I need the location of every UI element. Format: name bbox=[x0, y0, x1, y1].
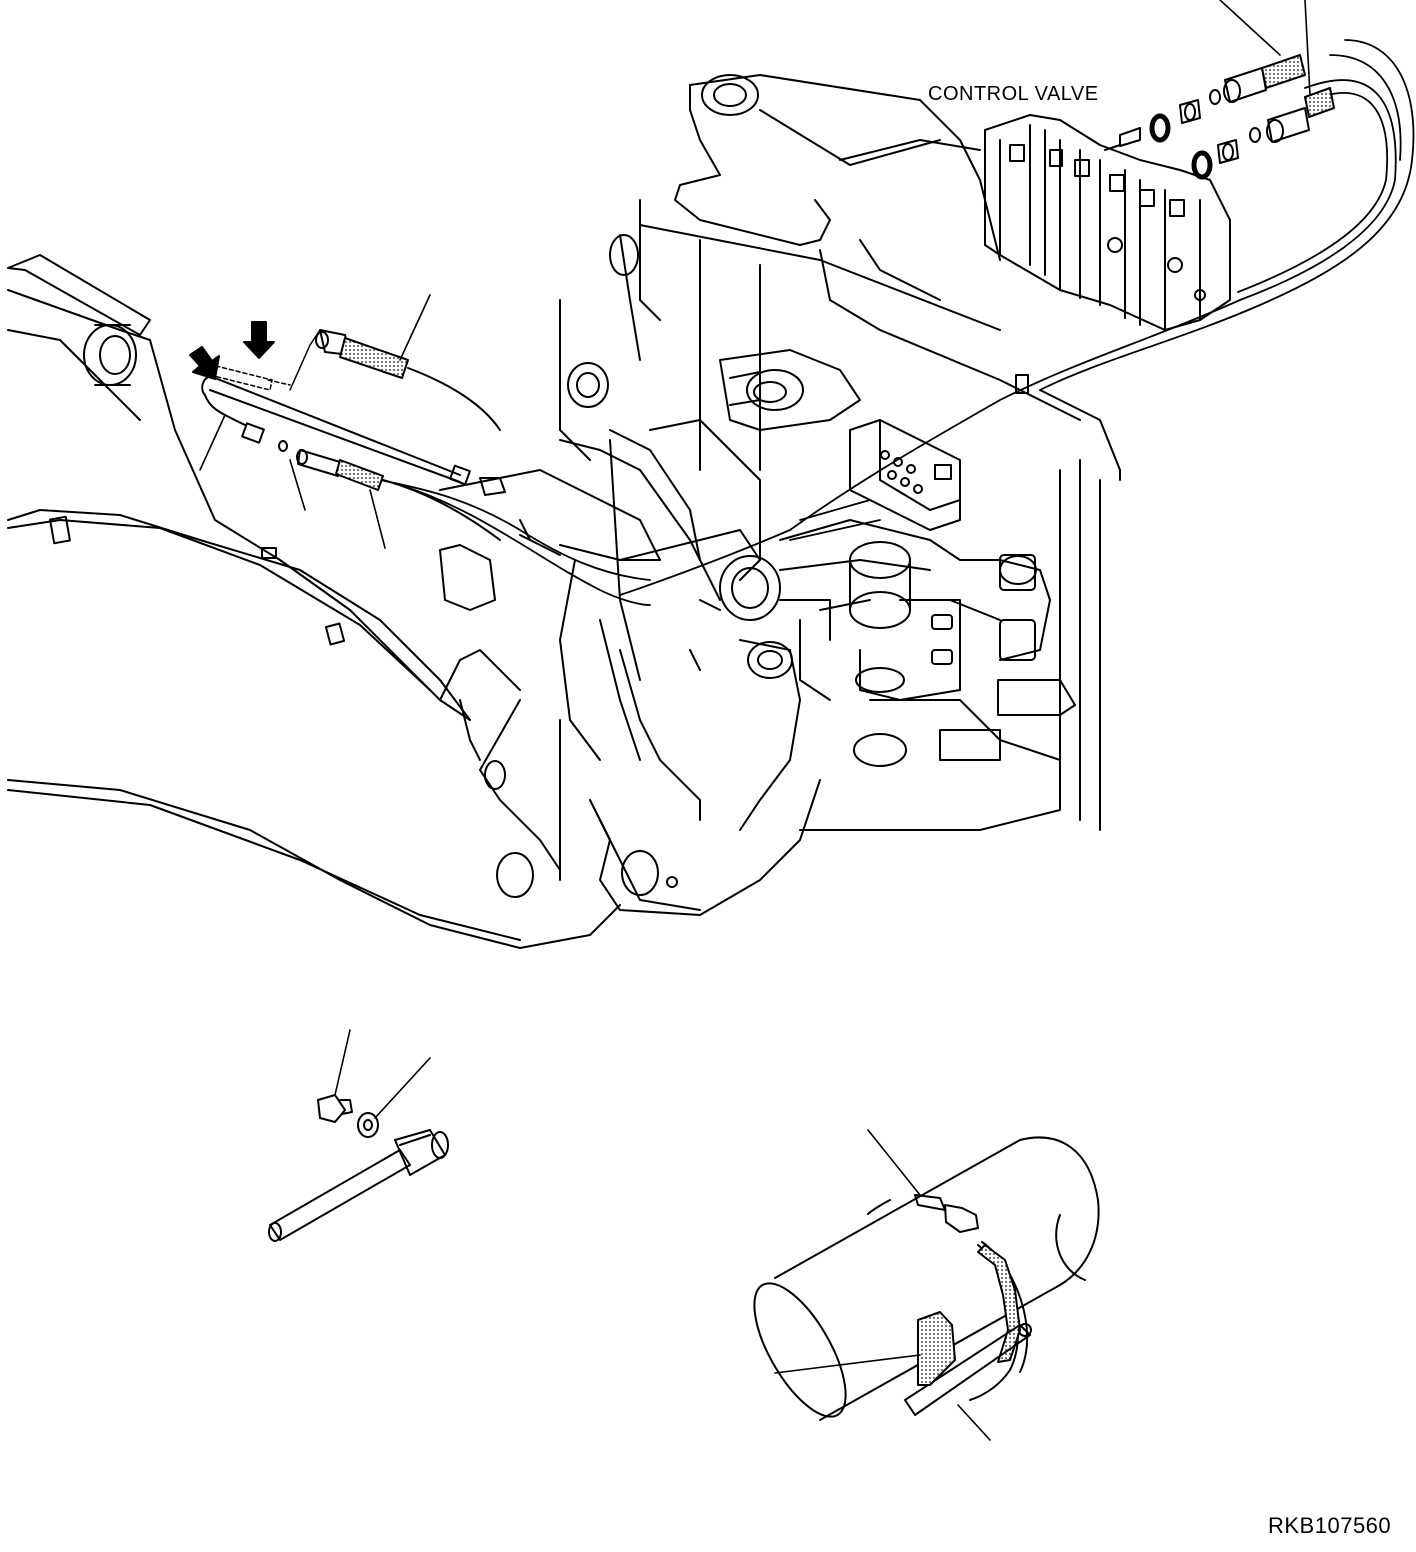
center-hinge-linkage bbox=[440, 350, 860, 915]
rear-frame bbox=[560, 75, 1120, 830]
grease-line-assembly bbox=[190, 295, 660, 610]
grease-fitting bbox=[318, 1095, 345, 1122]
clamp-pad bbox=[918, 1312, 955, 1385]
boom-pin-bushing bbox=[84, 325, 136, 385]
lower-pivot-ring bbox=[720, 556, 780, 620]
rear-axle-support bbox=[780, 520, 1075, 766]
clamp-detail bbox=[737, 1130, 1099, 1440]
arrow-down-icon-1 bbox=[244, 322, 274, 358]
hydraulic-hose bbox=[380, 40, 1413, 605]
tie-band bbox=[978, 1245, 1020, 1362]
upper-link-pin bbox=[754, 382, 786, 402]
o-ring-lower bbox=[1194, 153, 1210, 177]
washer bbox=[358, 1113, 378, 1137]
pin-detail bbox=[269, 1030, 448, 1241]
frame-top-pin-hole bbox=[702, 75, 758, 115]
hose-end-left-upper bbox=[340, 338, 408, 378]
drawing-number: RKB107560 bbox=[1268, 1513, 1392, 1538]
valve-fittings bbox=[1152, 0, 1334, 177]
lift-arm bbox=[8, 255, 620, 948]
control-valve-label: CONTROL VALVE bbox=[928, 83, 1099, 105]
hose-end-left-lower bbox=[336, 460, 383, 490]
hose-end-lower bbox=[1305, 88, 1334, 117]
arrow-down-icon-2 bbox=[190, 347, 219, 379]
junction-block bbox=[850, 420, 960, 530]
hose-end-upper bbox=[1262, 55, 1305, 88]
o-ring-upper bbox=[1152, 116, 1168, 140]
control-valve bbox=[985, 115, 1230, 330]
